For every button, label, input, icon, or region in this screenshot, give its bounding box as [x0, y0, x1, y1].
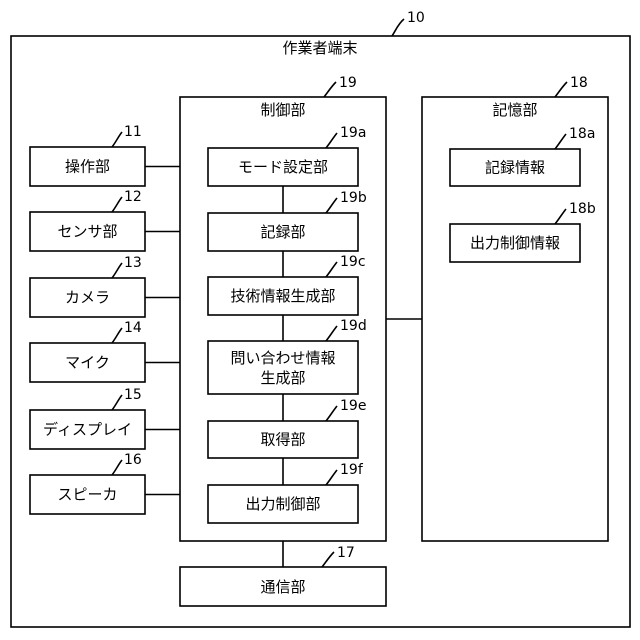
- comm-ref: 17: [337, 545, 355, 561]
- control-unit-label: 取得部: [260, 431, 305, 449]
- control-unit-ref: 19c: [340, 254, 366, 270]
- control-unit-ref: 19b: [340, 190, 367, 206]
- storage-unit-label: 出力制御情報: [470, 234, 560, 252]
- control-unit-ref: 19d: [340, 318, 367, 334]
- comm-label: 通信部: [260, 578, 305, 596]
- control-ref: 19: [339, 75, 357, 91]
- left-unit-ref: 16: [124, 452, 142, 468]
- control-unit-label-line2: 生成部: [260, 369, 305, 387]
- left-unit-label: ディスプレイ: [43, 421, 132, 439]
- control-unit-ref: 19a: [340, 125, 366, 141]
- control-unit-label: モード設定部: [238, 158, 328, 176]
- left-unit-ref: 12: [124, 189, 142, 205]
- storage-unit-ref: 18a: [569, 126, 595, 142]
- left-unit-ref: 13: [124, 255, 142, 271]
- storage-ref: 18: [570, 75, 588, 91]
- left-unit-label: 操作部: [65, 158, 110, 176]
- terminal-title: 作業者端末: [282, 39, 357, 57]
- left-unit-label: マイク: [65, 354, 110, 372]
- left-unit-label: センサ部: [57, 223, 117, 241]
- control-unit-label: 記録部: [260, 223, 305, 241]
- control-unit-label: 技術情報生成部: [230, 287, 335, 305]
- storage-unit-label: 記録情報: [485, 159, 545, 177]
- storage-title: 記憶部: [492, 101, 537, 119]
- control-unit-label: 問い合わせ情報: [230, 349, 335, 367]
- terminal-ref: 10: [407, 10, 425, 26]
- left-unit-label: スピーカ: [57, 486, 117, 504]
- control-title: 制御部: [260, 101, 305, 119]
- terminal-leader: [392, 19, 404, 36]
- left-unit-ref: 11: [124, 124, 142, 140]
- control-unit-label: 出力制御部: [245, 495, 320, 513]
- left-unit-ref: 15: [124, 387, 142, 403]
- control-unit-ref: 19e: [340, 398, 366, 414]
- left-unit-label: カメラ: [65, 289, 110, 307]
- control-unit-ref: 19f: [340, 462, 364, 478]
- left-unit-ref: 14: [124, 320, 142, 336]
- storage-unit-ref: 18b: [569, 201, 596, 217]
